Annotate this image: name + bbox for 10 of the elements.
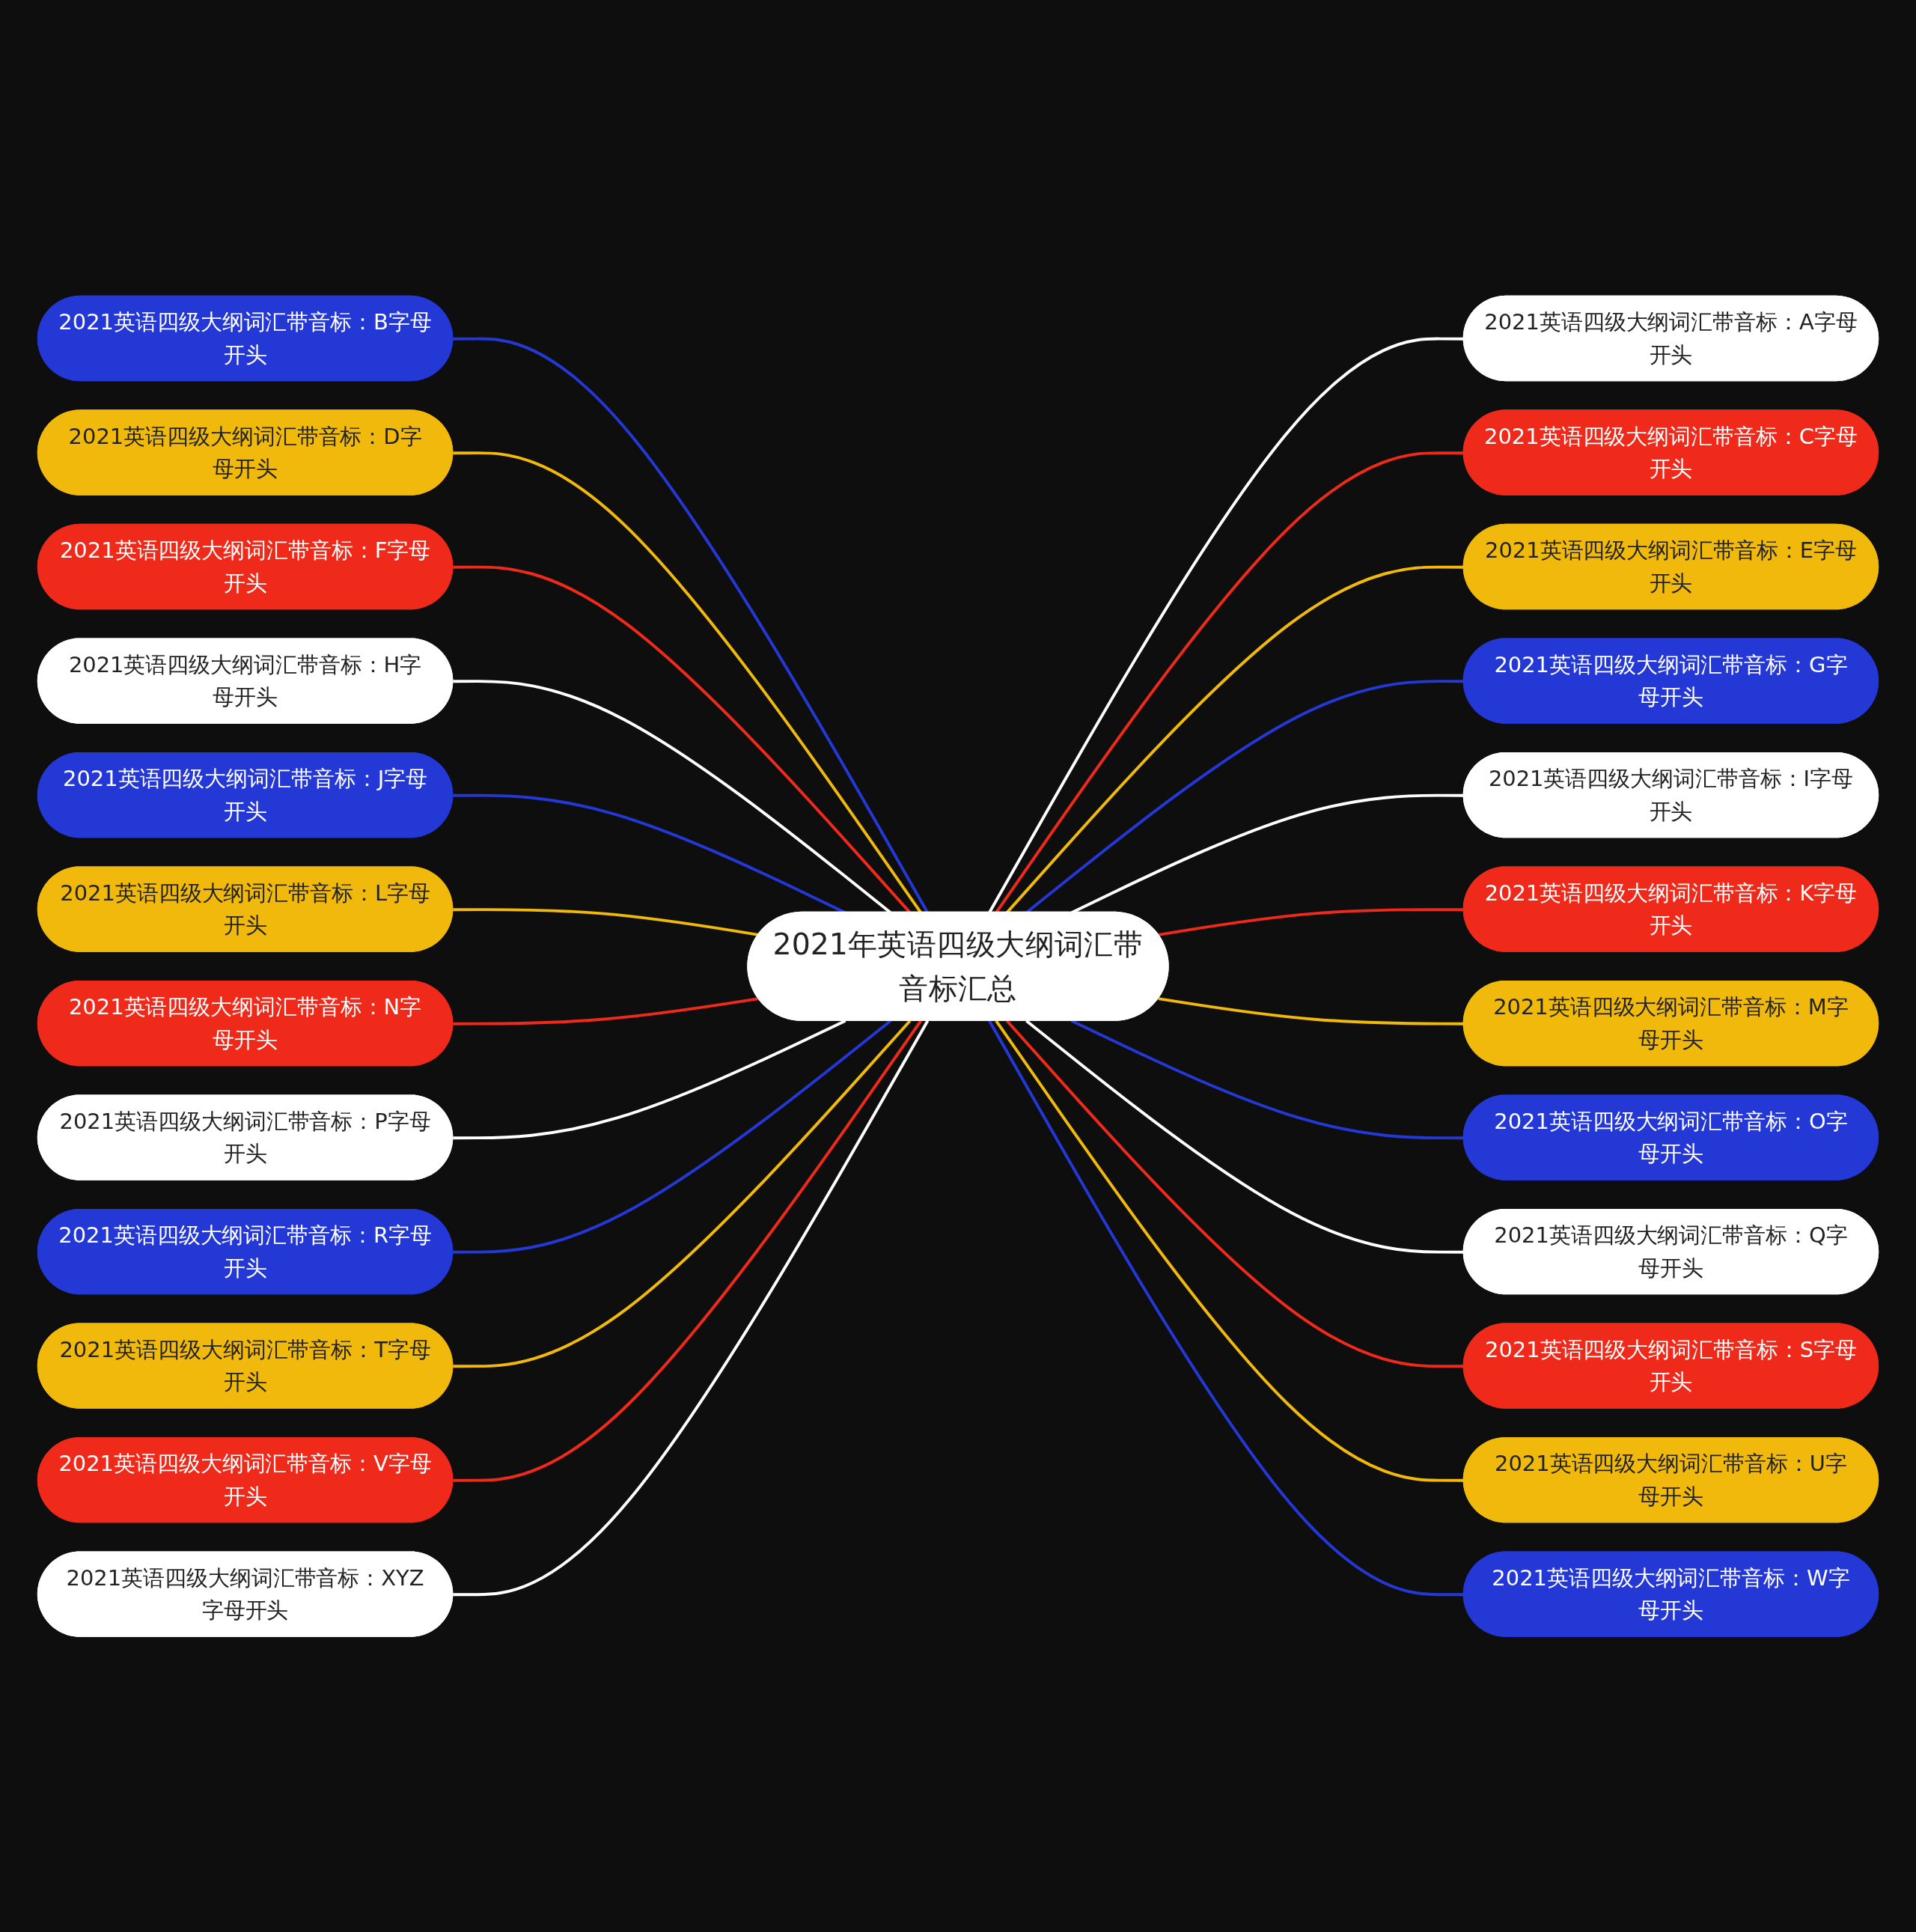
- connector: [453, 1019, 892, 1254]
- connector: [453, 1020, 930, 1596]
- connector: [453, 337, 930, 913]
- connector: [453, 1020, 922, 1482]
- connector: [453, 907, 759, 936]
- connector: [453, 996, 759, 1026]
- mind-map-drawing: 2021年英语四级大纲词汇带音标汇总 2021英语四级大纲词汇带音标：A字母开头 2021英语四级大纲词汇带音标：B字母开头 2021英语四级大纲词汇带音标：C字母开头 2021英语四级大纲词汇带音标：D字母开头 2021英语四级大纲词汇带音标：E字母开头 2021英语四级大纲词汇带音标：F字母开头 2021英语四级大纲词汇带音标：G字母开头 2021英语四级大纲词汇带音标：H字母开头 2021英语四级大纲词汇带音标：I字母开头 2021英语四级大纲词汇带音标：J字母开头 2021英语四级大纲词汇带音标：K字母开头 2021英语四级大纲词汇带音标：L字母开头 2021英语四级大纲词汇带音标：M字母开头 2021英语四级大纲词汇带音标：N字母开头 2021英语四级大纲词汇带音标：O字母开头 2021英语四级大纲词汇带音标：P字母开头 2021英语四级大纲词汇带音标：Q字母开头 2021英语四级大纲词汇带音标：R字母开头 2021英语四级大纲词汇带音标：S字母开头 2021英语四级大纲词汇带音标：T字母开头 2021英语四级大纲词汇带音标：U字母开头 2021英语四级大纲词汇带音标：V字母开头 2021英语四级大纲词汇带音标：W字母开头 2021英语四级大纲词汇带音标：XYZ字母开头: [30, 287, 1886, 1645]
- connector: [453, 451, 922, 913]
- connector: [453, 1019, 846, 1139]
- connector: [453, 1020, 912, 1368]
